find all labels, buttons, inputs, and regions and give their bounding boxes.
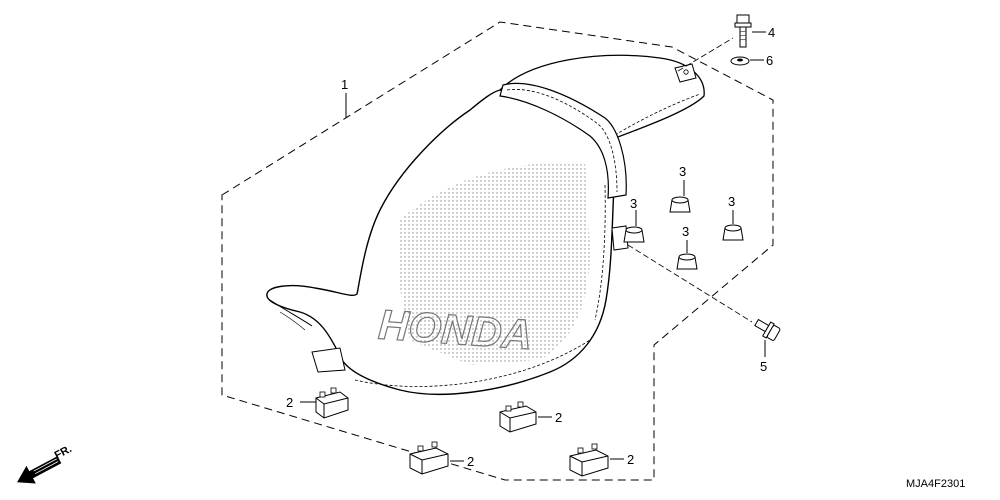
assembly-boundary [221,21,774,481]
passenger-pad-stitch [614,93,701,136]
rear-mount-hole [683,69,689,75]
direction-marker: FR. [53,443,74,462]
honda-wing-texture [398,161,590,365]
seat-front-lip-inner [279,311,306,331]
diagram-code: MJA4F2301 [906,478,965,490]
callout-2d: 2 [627,452,634,467]
callout-1: 1 [341,77,348,92]
cushion-c-icon [722,224,744,241]
seat-logo-text: HONDA [377,301,534,359]
seat-stitch-line-side [594,184,606,321]
callout-2a: 2 [286,395,293,410]
callout-5: 5 [760,359,767,374]
cushion-b-icon [623,226,645,243]
seat: HONDA [266,54,705,395]
seat-front-lip [269,299,313,327]
seat-strap [499,82,627,199]
front-direction-arrow-icon [17,456,62,484]
callout-3b: 3 [630,196,637,211]
bolt-side-leader [627,244,753,323]
cushion-a-icon [669,196,691,213]
callout-3c: 3 [728,194,735,209]
seat-underside-tab [311,347,346,373]
block-front-right-icon [569,443,609,477]
callout-6: 6 [766,53,773,68]
washer-icon [730,56,750,66]
callout-3d: 3 [682,224,689,239]
callout-2b: 2 [555,410,562,425]
callout-4: 4 [768,25,775,40]
bolt-side-icon [754,318,781,341]
block-left-icon [315,387,349,419]
side-mount-bracket [611,225,629,251]
cushion-d-icon [676,253,698,270]
bolt-top-leader [677,37,734,72]
callout-2c: 2 [467,454,474,469]
seat-stitch-line [354,339,591,387]
callout-3a: 3 [679,164,686,179]
bolt-top-icon [734,14,752,48]
block-front-mid-icon [499,401,537,433]
block-front-left-icon [409,441,449,475]
seat-strap-stitch [506,89,618,193]
